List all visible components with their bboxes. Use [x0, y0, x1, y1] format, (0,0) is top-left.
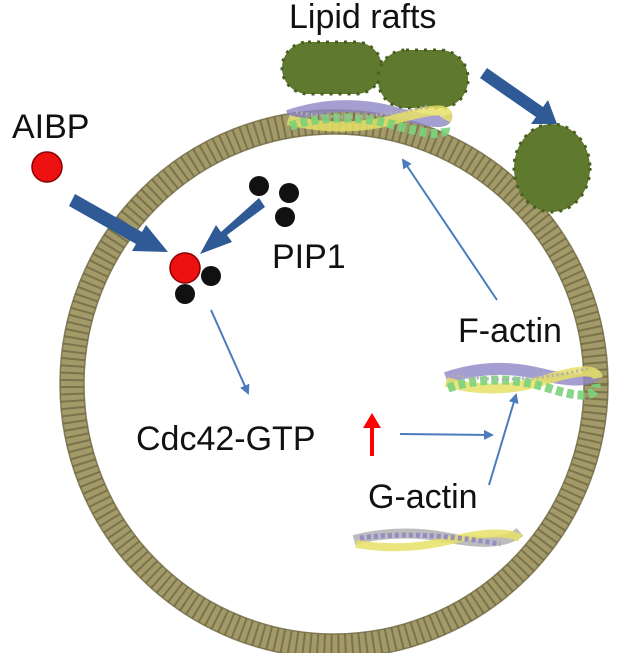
pip1-molecules-icon	[249, 176, 299, 227]
pip1-arrow-icon	[200, 198, 265, 254]
cdc42-to-factin-arrow	[399, 429, 494, 440]
gactin-to-factin-arrow	[488, 393, 519, 486]
complex-to-cdc42-arrow	[210, 309, 250, 395]
pip1-label: PIP1	[272, 238, 346, 276]
f-actin-label: F-actin	[458, 312, 562, 350]
aibp-label: AIBP	[12, 108, 89, 146]
g-actin-filament-icon	[352, 527, 524, 552]
lipid-raft-2-icon	[376, 48, 470, 110]
increase-up-arrow-icon	[363, 413, 381, 456]
lipid-rafts-label: Lipid rafts	[289, 0, 436, 36]
factin-to-rafts-arrow	[401, 158, 498, 301]
lipid-raft-1-icon	[280, 40, 384, 96]
g-actin-label: G-actin	[368, 478, 478, 516]
cdc42-gtp-label: Cdc42-GTP	[136, 420, 316, 458]
lipid-raft-3-icon	[512, 122, 592, 214]
f-actin-filament-icon	[444, 362, 603, 400]
aibp-molecule-icon	[31, 151, 63, 183]
aibp-arrow-icon	[69, 194, 168, 252]
actin-filament-top-icon	[286, 100, 453, 139]
aibp-pip1-complex-icon	[169, 252, 221, 304]
raft-movement-arrow-icon	[480, 68, 557, 124]
